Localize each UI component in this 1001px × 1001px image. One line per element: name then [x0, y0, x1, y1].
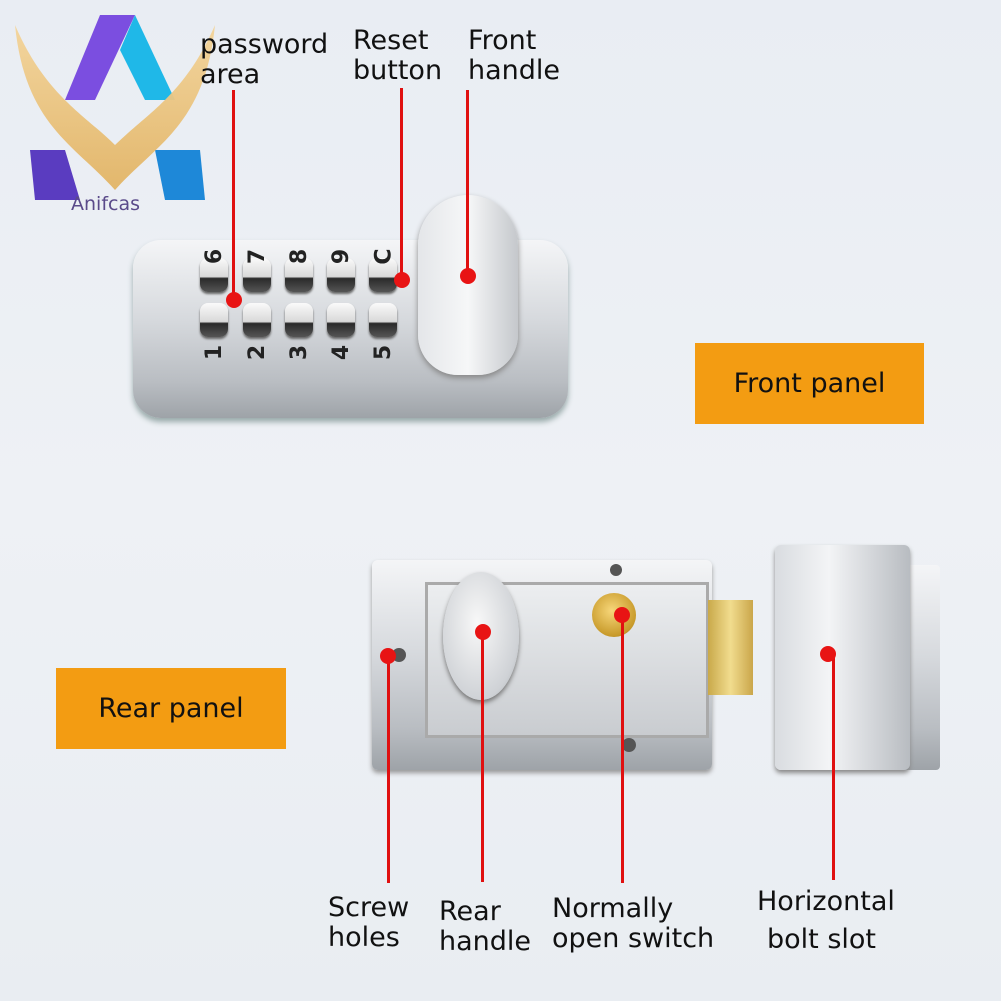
pointer-line: [232, 90, 235, 300]
key[interactable]: [243, 258, 271, 292]
screw-hole: [610, 564, 622, 576]
rear-panel-badge: Rear panel: [56, 668, 286, 749]
label-line: handle: [468, 55, 561, 86]
label-password-area: password area: [200, 30, 328, 90]
screw-hole: [622, 738, 636, 752]
label-reset-button: Reset button: [353, 26, 442, 86]
brand-name: Anifcas: [71, 193, 140, 215]
key[interactable]: [327, 258, 355, 292]
label-line: Rear: [439, 896, 501, 927]
label-line: bolt slot: [767, 924, 877, 955]
label-line: open switch: [552, 923, 715, 954]
label-line: Normally: [552, 893, 674, 924]
pointer-line: [400, 88, 403, 280]
front-panel-badge: Front panel: [695, 343, 924, 424]
label-line: Reset: [353, 25, 429, 56]
label-line: password: [200, 29, 329, 60]
pointer-dot: [614, 607, 630, 623]
pointer-dot: [820, 646, 836, 662]
brand-logo: Anifcas: [5, 5, 225, 220]
keypad: 6 7 8 9 C 1 2 3 4 5: [185, 248, 415, 368]
key[interactable]: [200, 258, 228, 292]
pointer-line: [621, 615, 624, 883]
key[interactable]: [369, 258, 397, 292]
label-line: Screw: [328, 892, 410, 923]
pointer-line: [466, 90, 469, 275]
logo-icon: [15, 15, 215, 200]
key[interactable]: [285, 258, 313, 292]
key[interactable]: [369, 303, 397, 337]
label-line: handle: [439, 926, 532, 957]
pointer-dot: [226, 292, 242, 308]
key-label: 7: [245, 248, 271, 265]
pointer-dot: [460, 268, 476, 284]
pointer-dot: [380, 648, 396, 664]
key-label: 6: [202, 248, 228, 265]
pointer-dot: [475, 624, 491, 640]
label-line: holes: [328, 922, 400, 953]
key[interactable]: [327, 303, 355, 337]
pointer-line: [387, 655, 390, 883]
bolt: [708, 600, 753, 695]
key[interactable]: [243, 303, 271, 337]
label-line: button: [353, 55, 443, 86]
key-label: 1: [202, 344, 228, 361]
label-front-handle: Front handle: [468, 26, 560, 86]
pointer-line: [481, 632, 484, 882]
key-label: 3: [287, 344, 313, 361]
bolt-slot-housing: [775, 545, 910, 770]
label-line: Front: [468, 25, 537, 56]
label-normally-open-switch: Normally open switch: [552, 894, 714, 954]
label-line: area: [200, 59, 261, 90]
key[interactable]: [285, 303, 313, 337]
pointer-dot: [394, 272, 410, 288]
label-screw-holes: Screw holes: [328, 893, 409, 953]
label-horizontal-bolt-slot: Horizontal bolt slot: [757, 883, 895, 959]
pointer-line: [832, 655, 835, 880]
label-line: Horizontal: [757, 886, 895, 917]
key-label: 8: [287, 248, 313, 265]
key-label: 9: [329, 248, 355, 265]
key-label: 4: [329, 344, 355, 361]
key-label: C: [371, 248, 397, 265]
label-rear-handle: Rear handle: [439, 897, 531, 957]
key-label: 5: [371, 344, 397, 361]
key[interactable]: [200, 303, 228, 337]
key-label: 2: [245, 344, 271, 361]
